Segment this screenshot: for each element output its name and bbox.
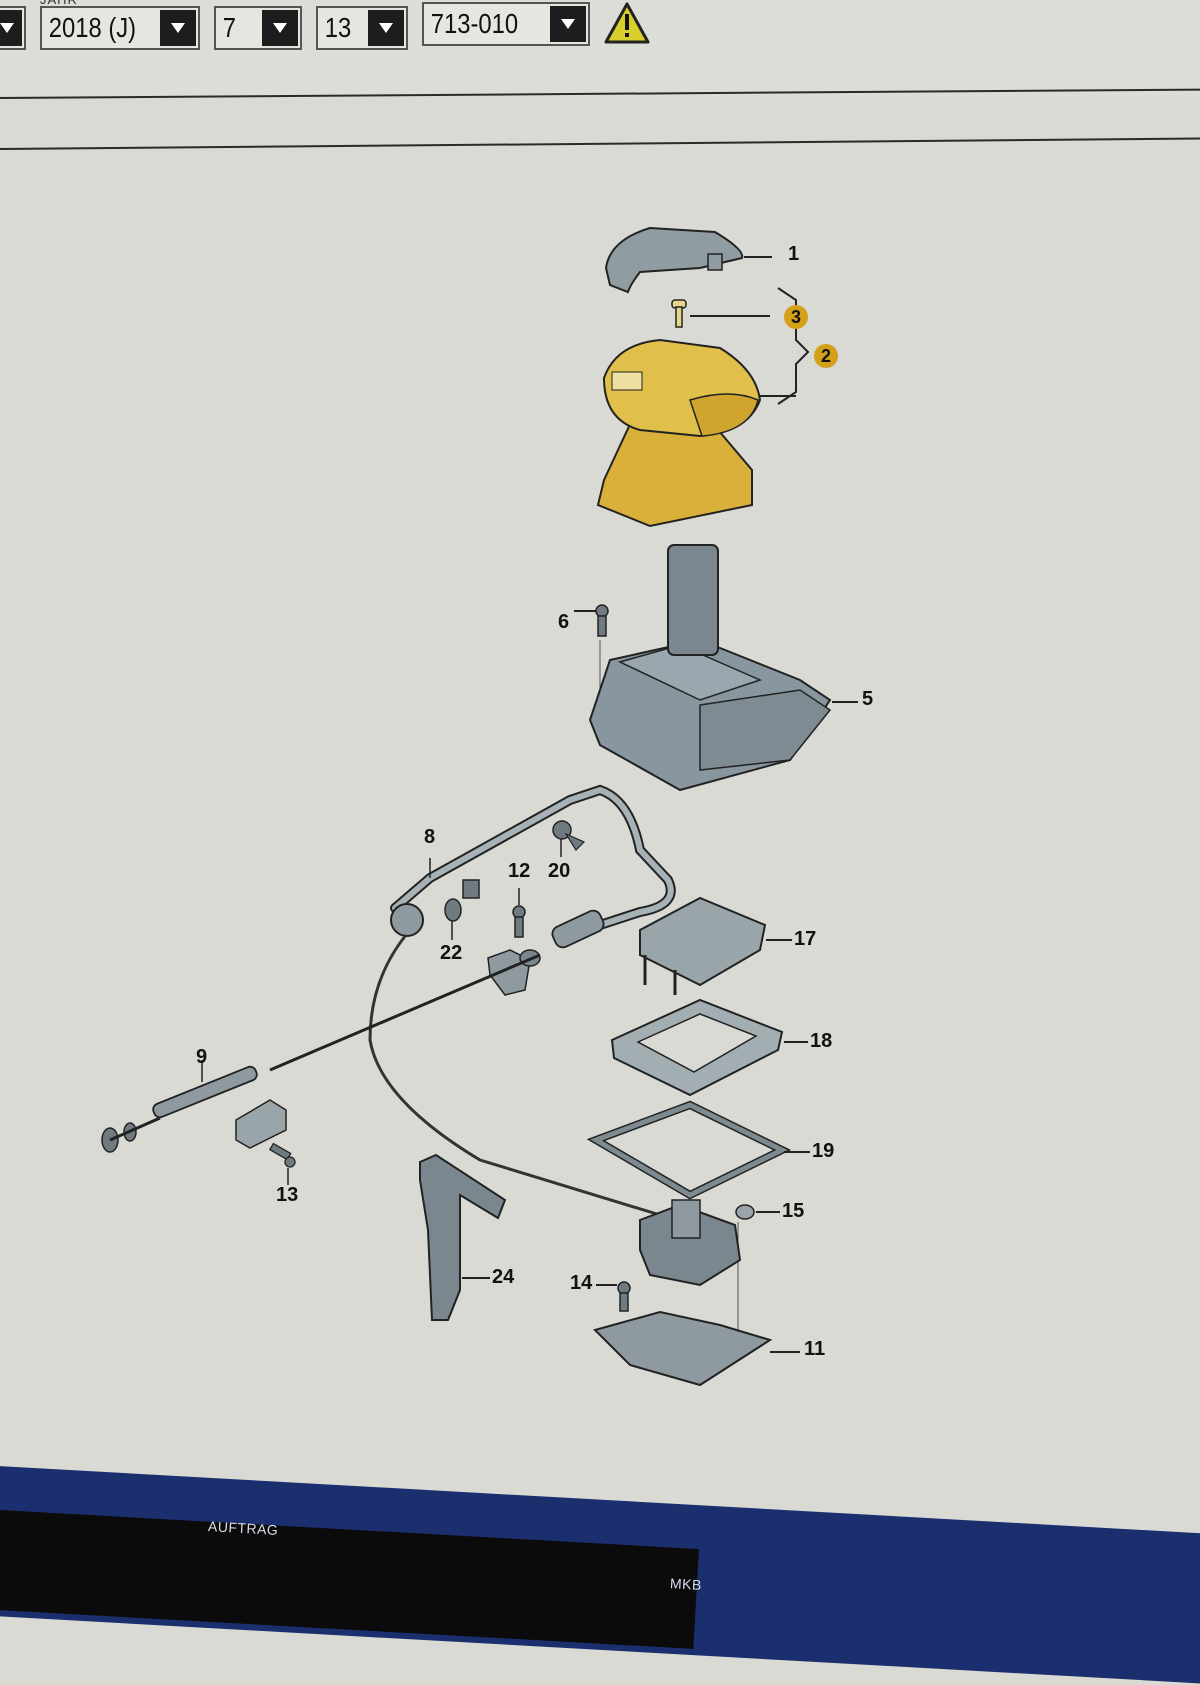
sub-group-value: 13 bbox=[324, 12, 352, 43]
part-8-cable[interactable] bbox=[368, 784, 676, 1217]
part-15-nut[interactable] bbox=[735, 1204, 755, 1220]
part-19-gasket[interactable] bbox=[586, 1100, 792, 1200]
cable-bracket[interactable] bbox=[269, 949, 541, 1072]
selector-housing[interactable] bbox=[639, 1199, 742, 1287]
part-9-cable-end[interactable] bbox=[101, 1065, 287, 1153]
callout-2[interactable]: 2 bbox=[814, 344, 838, 368]
part-20-clip[interactable] bbox=[552, 820, 586, 851]
chevron-down-icon[interactable] bbox=[160, 10, 196, 46]
chevron-down-icon[interactable] bbox=[0, 10, 22, 46]
callout-22[interactable]: 22 bbox=[440, 942, 463, 964]
callout-20[interactable]: 20 bbox=[548, 860, 571, 882]
callout-15[interactable]: 15 bbox=[782, 1200, 805, 1222]
chevron-down-icon[interactable] bbox=[262, 10, 298, 46]
callout-19[interactable]: 19 bbox=[812, 1140, 835, 1162]
sub-group-dropdown[interactable]: 13 bbox=[316, 6, 408, 50]
part-2-shift-knob[interactable] bbox=[596, 338, 762, 528]
part-24-release-tool[interactable] bbox=[419, 1153, 507, 1321]
chevron-down-icon[interactable] bbox=[550, 6, 586, 42]
illustration-dropdown[interactable]: 713-010 bbox=[422, 2, 590, 46]
part-13-screw[interactable] bbox=[268, 1142, 296, 1168]
year-label: JAHR bbox=[40, 0, 78, 7]
callout-1[interactable]: 1 bbox=[788, 243, 800, 265]
divider bbox=[0, 137, 1200, 150]
prev-dropdown[interactable] bbox=[0, 6, 26, 50]
chevron-down-icon[interactable] bbox=[368, 10, 404, 46]
part-11-base-plate[interactable] bbox=[593, 1310, 773, 1387]
part-22-grommet[interactable] bbox=[444, 879, 480, 922]
callout-3[interactable]: 3 bbox=[784, 305, 808, 329]
part-14-screw[interactable] bbox=[617, 1281, 631, 1312]
year-dropdown[interactable]: 2018 (J) bbox=[40, 6, 200, 50]
part-1-cover[interactable] bbox=[604, 226, 744, 294]
callout-24[interactable]: 24 bbox=[492, 1266, 515, 1288]
callout-14[interactable]: 14 bbox=[570, 1272, 593, 1294]
part-6-screw[interactable] bbox=[595, 604, 609, 637]
callout-9[interactable]: 9 bbox=[196, 1046, 208, 1068]
toolbar: JAHR 2018 (J) 7 13 713-010 bbox=[0, 0, 1200, 96]
illustration-value: 713-010 bbox=[430, 8, 519, 39]
tab-mkb[interactable]: MKB bbox=[669, 1575, 703, 1593]
part-17-cover[interactable] bbox=[639, 896, 767, 995]
main-group-dropdown[interactable]: 7 bbox=[214, 6, 302, 50]
part-3-screw[interactable] bbox=[671, 299, 687, 328]
callout-5[interactable]: 5 bbox=[862, 688, 874, 710]
part-5-shifter-mechanism[interactable] bbox=[588, 544, 832, 792]
callout-17[interactable]: 17 bbox=[794, 928, 817, 950]
callout-13[interactable]: 13 bbox=[276, 1184, 299, 1206]
callout-12[interactable]: 12 bbox=[508, 860, 531, 882]
warning-triangle-icon[interactable] bbox=[604, 2, 650, 44]
part-12-screw[interactable] bbox=[512, 905, 526, 938]
main-group-value: 7 bbox=[222, 12, 237, 43]
year-value: 2018 (J) bbox=[48, 12, 137, 43]
callout-6[interactable]: 6 bbox=[558, 611, 570, 633]
callout-8[interactable]: 8 bbox=[424, 826, 436, 848]
callout-18[interactable]: 18 bbox=[810, 1030, 833, 1052]
exploded-parts-diagram bbox=[101, 226, 858, 1387]
part-18-frame[interactable] bbox=[610, 998, 784, 1097]
callout-11[interactable]: 11 bbox=[804, 1338, 826, 1360]
